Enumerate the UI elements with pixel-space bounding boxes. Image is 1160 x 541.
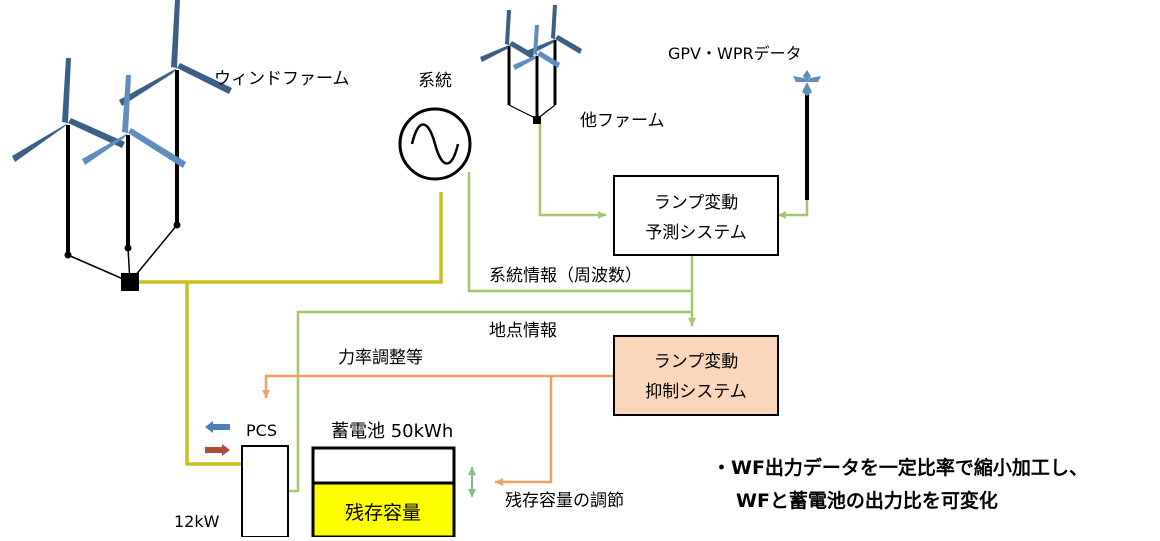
prediction-system-box: ランプ変動 予測システム [613,175,779,256]
grid-label: 系統 [418,71,452,91]
gpv-wpr-sensor-icon [793,70,821,200]
location-info-label: 地点情報 [489,321,557,341]
wind-farm-turbines [12,0,232,291]
pcs-label: PCS [246,421,277,440]
turbine-left [12,58,125,162]
info-lines [288,124,809,493]
battery-box: 残存容量 [311,446,456,541]
prediction-line2: 予測システム [645,223,747,243]
turbine-center [82,75,186,168]
pcs-rating-label: 12kW [174,512,220,531]
battery-label: 蓄電池 50kWh [331,421,453,442]
note-line-1: ・WF出力データを一定比率で縮小加工し、 [712,456,1088,479]
remaining-capacity-label: 残存容量 [345,502,421,524]
grid-source-icon [398,107,472,181]
pcs-box [241,445,289,538]
suppression-line1: ランプ変動 [654,352,739,372]
remaining-capacity-fill [311,481,456,539]
other-farm-turbines [480,5,582,124]
control-lines [262,374,614,486]
note-line-2: WFと蓄電池の出力比を可変化 [736,489,998,512]
grid-info-label: 系統情報（周波数） [489,266,642,286]
capacity-adjust-label: 残存容量の調節 [505,491,624,511]
wind-farm-label: ウィンドファーム [214,69,350,89]
suppression-system-box: ランプ変動 抑制システム [613,335,779,416]
power-factor-label: 力率調整等 [338,348,423,368]
power-lines [139,192,443,466]
turbine-right [119,0,232,106]
junction-box [121,273,139,291]
arrow-right-icon [205,444,230,456]
gpv-wpr-label: GPV・WPRデータ [668,44,802,63]
pcs-flow-arrows [205,421,230,456]
other-farm-label: 他ファーム [580,111,665,131]
suppression-line2: 抑制システム [645,382,747,402]
prediction-line1: ランプ変動 [654,193,739,213]
arrow-left-icon [205,421,230,433]
